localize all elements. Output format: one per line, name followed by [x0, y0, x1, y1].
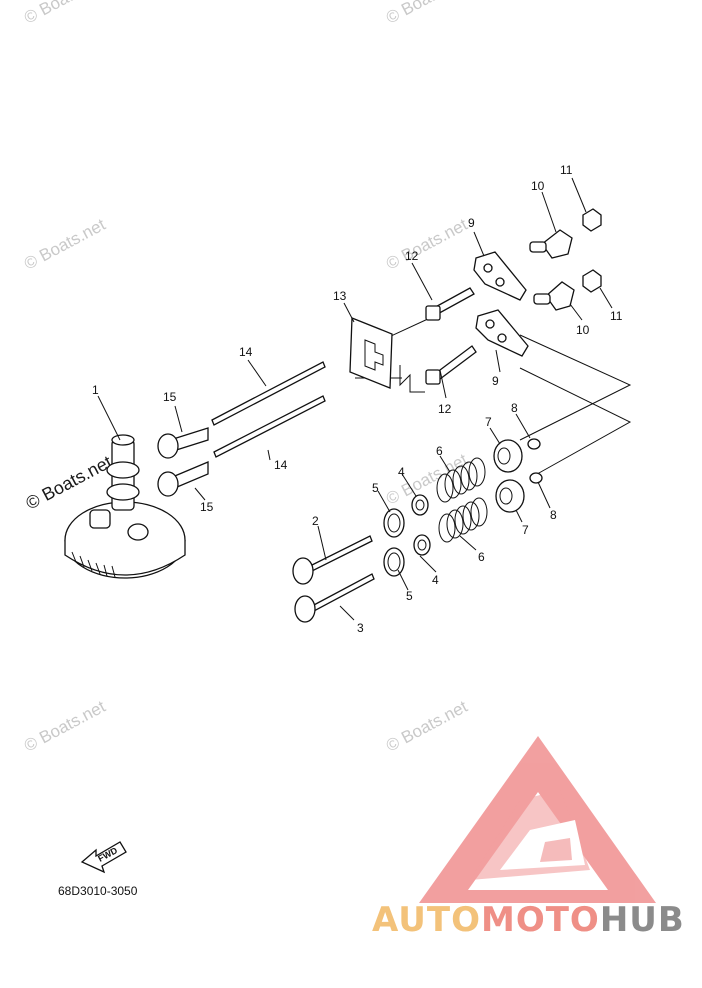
- callout-7b: 7: [522, 523, 529, 537]
- callout-10b: 10: [576, 323, 590, 337]
- retainer-part: [493, 439, 525, 513]
- watermarks: © Boats.net © Boats.net © Boats.net © Bo…: [21, 0, 471, 756]
- callout-5a: 5: [372, 481, 379, 495]
- callout-10a: 10: [531, 179, 545, 193]
- valve-part: [292, 535, 375, 623]
- brand-part-auto: AUTO: [372, 900, 481, 940]
- callout-15b: 15: [200, 500, 214, 514]
- callout-15a: 15: [163, 390, 177, 404]
- callout-7a: 7: [485, 415, 492, 429]
- callout-9b: 9: [492, 374, 499, 388]
- camshaft-part: [64, 434, 186, 579]
- pivot-part: [529, 229, 575, 311]
- brand-part-hub: HUB: [599, 900, 685, 940]
- callout-14a: 14: [239, 345, 253, 359]
- push-rod-part: [211, 361, 326, 458]
- watermark-text-dark: © Boats.net: [22, 452, 115, 514]
- callout-4a: 4: [398, 465, 405, 479]
- valve-seal-part: [411, 494, 431, 556]
- watermark-text: © Boats.net: [383, 0, 471, 28]
- callout-1: 1: [92, 383, 99, 397]
- callout-8b: 8: [550, 508, 557, 522]
- callout-14b: 14: [274, 458, 288, 472]
- callout-3: 3: [357, 621, 364, 635]
- lifter-part: [157, 427, 209, 497]
- gasket-part: [349, 317, 393, 389]
- nut-part: [582, 208, 602, 293]
- callout-12a: 12: [405, 249, 419, 263]
- callout-5b: 5: [406, 589, 413, 603]
- watermark-text: © Boats.net: [383, 697, 471, 756]
- brand-wordmark: AUTOMOTOHUB: [372, 900, 685, 940]
- watermark-text: © Boats.net: [383, 215, 471, 274]
- callout-12b: 12: [438, 402, 452, 416]
- callout-labels: 1 2 3 4 4 5 5 6 6 7 7 8 8 9 9 10 10 11 1…: [92, 163, 623, 635]
- callout-11a: 11: [560, 163, 573, 177]
- watermark-text: © Boats.net: [21, 0, 109, 28]
- spring-part: [436, 457, 488, 543]
- watermark-text: © Boats.net: [21, 697, 109, 756]
- brand-logo-icon: [419, 736, 656, 903]
- leader-lines: [97, 177, 613, 621]
- keeper-part: [527, 438, 543, 484]
- rocker-arm-part: [473, 251, 529, 357]
- callout-6a: 6: [436, 444, 443, 458]
- callout-13: 13: [333, 289, 347, 303]
- fwd-arrow-icon: FWD: [80, 841, 127, 874]
- callout-2: 2: [312, 514, 319, 528]
- diagram-code: 68D3010-3050: [58, 884, 138, 898]
- callout-11b: 11: [610, 309, 623, 323]
- watermark-text: © Boats.net: [21, 215, 109, 274]
- callout-8a: 8: [511, 401, 518, 415]
- stud-part: [425, 287, 477, 385]
- callout-9a: 9: [468, 216, 475, 230]
- brand-part-moto: MOTO: [480, 900, 600, 940]
- callout-6b: 6: [478, 550, 485, 564]
- washer-part: [383, 508, 405, 577]
- callout-4b: 4: [432, 573, 439, 587]
